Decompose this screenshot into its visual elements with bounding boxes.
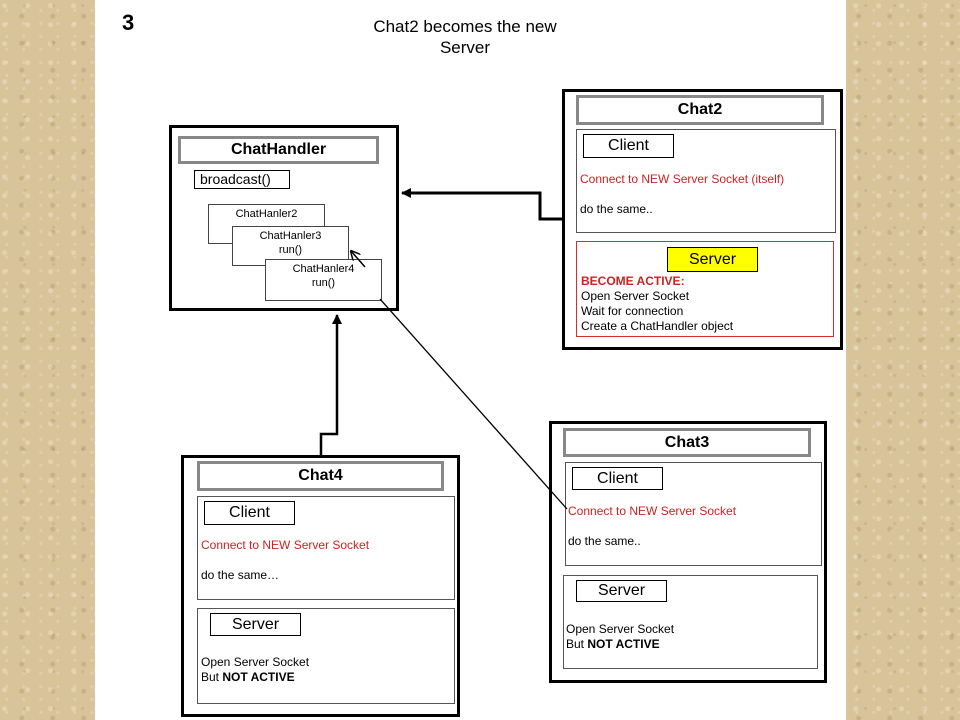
chat2-server-label: Server xyxy=(667,247,758,272)
chat3-server-line1: Open Server Socket xyxy=(566,622,675,636)
chat3-server-line2: But NOT ACTIVE xyxy=(566,637,660,652)
chat3-client-line1: Connect to NEW Server Socket xyxy=(568,504,737,518)
chathandler4-box: ChatHanler4 run() xyxy=(265,259,382,301)
chat2-server-line3: Wait for connection xyxy=(581,304,684,318)
chat3-to-chathandler4-line xyxy=(379,298,568,510)
chat2-to-chathandler-arrow xyxy=(401,188,562,221)
chat4-server-but: But xyxy=(201,670,220,684)
chat2-server-line2: Open Server Socket xyxy=(581,289,690,303)
chat2-client-label: Client xyxy=(583,134,674,158)
chathandler4-pointer-arrow xyxy=(351,251,366,268)
chathandler4-name: ChatHanler4 xyxy=(292,263,355,275)
chat2-server-line1: BECOME ACTIVE: xyxy=(581,274,685,288)
chat4-title: Chat4 xyxy=(197,461,444,491)
chat3-server-but: But xyxy=(566,637,585,651)
slide-number: 3 xyxy=(122,10,135,35)
chat3-server-not-active: NOT ACTIVE xyxy=(587,637,660,651)
chat2-client-line2: do the same.. xyxy=(580,202,653,216)
chat4-server-line1: Open Server Socket xyxy=(201,655,310,669)
chat2-client-line1: Connect to NEW Server Socket (itself) xyxy=(580,172,785,186)
chat4-server-not-active: NOT ACTIVE xyxy=(222,670,295,684)
chat4-to-chathandler-arrow xyxy=(319,314,342,455)
chat3-client-label: Client xyxy=(572,467,663,490)
chat4-server-line2: But NOT ACTIVE xyxy=(201,670,295,685)
chat3-server-label: Server xyxy=(576,580,667,602)
chathandler3-name: ChatHanler3 xyxy=(259,230,322,242)
slide-title: Chat2 becomes the new Server xyxy=(330,16,600,58)
chat3-client-line2: do the same.. xyxy=(568,534,641,548)
chathandler-title: ChatHandler xyxy=(178,136,379,164)
title-line-2: Server xyxy=(439,38,491,57)
chathandler4-method: run() xyxy=(311,277,336,289)
chat2-server-line4: Create a ChatHandler object xyxy=(581,319,734,333)
chat4-server-label: Server xyxy=(210,613,301,636)
chat4-client-label: Client xyxy=(204,501,295,525)
chat2-title: Chat2 xyxy=(576,95,824,125)
chat4-client-line2: do the same… xyxy=(201,568,280,582)
chat4-client-line1: Connect to NEW Server Socket xyxy=(201,538,370,552)
title-line-1: Chat2 becomes the new xyxy=(373,17,557,36)
chat3-title: Chat3 xyxy=(563,428,811,457)
chathandler3-method: run() xyxy=(278,244,303,256)
chathandler2-name: ChatHanler2 xyxy=(235,208,298,220)
broadcast-method: broadcast() xyxy=(194,170,290,189)
